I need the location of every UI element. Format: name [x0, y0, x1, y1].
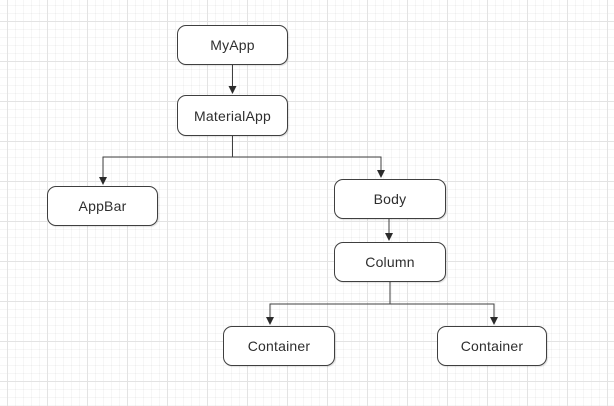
node-appbar-label: AppBar [78, 198, 127, 214]
node-container-right-label: Container [460, 338, 524, 354]
edge-column-container-left [266, 282, 391, 325]
node-body[interactable]: Body [334, 179, 446, 219]
node-body-label: Body [373, 191, 407, 207]
node-myapp[interactable]: MyApp [177, 25, 288, 65]
edge-materialapp-appbar [99, 136, 233, 185]
node-container-left[interactable]: Container [223, 326, 335, 366]
node-materialapp-label: MaterialApp [194, 107, 271, 124]
node-appbar[interactable]: AppBar [47, 186, 158, 226]
node-myapp-label: MyApp [210, 37, 255, 53]
edge-column-container-right [389, 282, 498, 325]
node-materialapp[interactable]: MaterialApp [177, 95, 288, 136]
node-column[interactable]: Column [334, 242, 446, 282]
edge-materialapp-body [232, 136, 385, 178]
node-container-left-label: Container [247, 338, 311, 354]
node-column-label: Column [365, 254, 415, 270]
node-container-right[interactable]: Container [437, 326, 547, 366]
